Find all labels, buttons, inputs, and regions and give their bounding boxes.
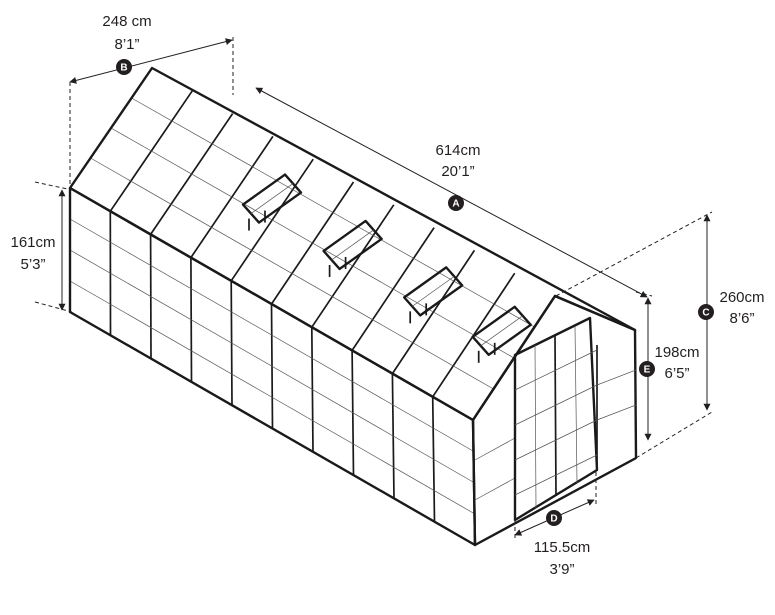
dim-b-metric: 248 cm [102,13,151,30]
wall-rail [69,249,475,483]
svg-text:D: D [550,514,557,525]
badge-c: C [698,304,714,320]
side-wall-panels [69,211,475,522]
dimension-lines [34,37,713,540]
double-door [513,316,599,522]
svg-text:B: B [120,63,127,74]
badge-e: E [639,361,655,377]
dim-d-imperial: 3’9” [549,561,574,578]
dim-a-imperial: 20’1” [441,163,474,180]
dim-a-metric: 614cm [435,142,480,159]
svg-text:A: A [452,199,459,210]
badge-d: D [546,510,562,526]
dim-d-metric: 115.5cm [534,539,590,556]
gable-end-wall [471,294,638,547]
dim-side-wall-imperial: 5’3” [20,256,45,273]
dim-side-wall-metric: 161cm [10,234,55,251]
dim-b-imperial: 8’1” [114,36,139,53]
greenhouse [68,66,638,547]
wall-rail [69,218,474,452]
badge-a: A [448,195,464,211]
roof-vents [241,173,532,363]
dim-c-metric: 260cm [719,289,764,306]
svg-text:C: C [702,308,709,319]
dim-e-metric: 198cm [654,344,699,361]
svg-text:E: E [644,365,651,376]
dim-e-imperial: 6’5” [664,365,689,382]
roof-vent [471,305,532,356]
roof-vent-divider [480,315,523,347]
dim-c-imperial: 8’6” [729,310,754,327]
badge-b: B [116,59,132,75]
wall-rail [69,280,475,515]
roof-purlin [131,97,535,328]
